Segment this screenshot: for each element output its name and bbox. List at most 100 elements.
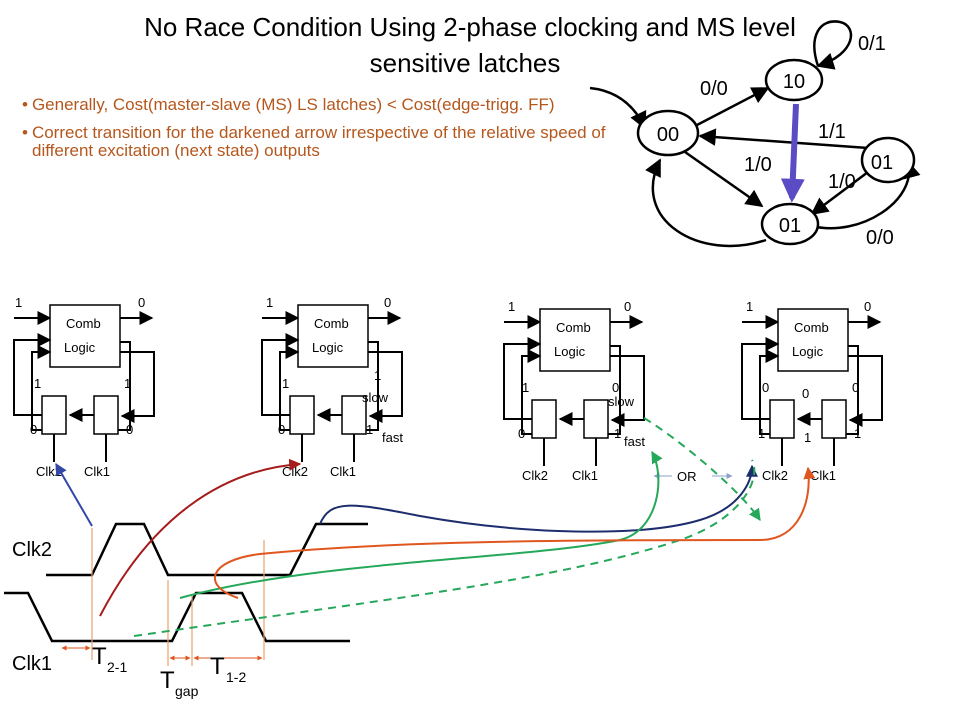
comb-logic-block: [297, 304, 369, 368]
state-01: [760, 202, 820, 246]
arrow-green-dashed: [133, 459, 756, 637]
latch-right: [821, 399, 847, 439]
latch-left: [41, 395, 67, 435]
clock-label: Clk1: [810, 468, 836, 483]
circuit-1: Comb Logic 1 0 1 1 0 0 Clk2 Clk1: [13, 295, 155, 479]
clock-label: Clk2: [522, 468, 548, 483]
timing-diagram: Clk2 Clk1 T 2-1 T gap T 1-2: [4, 522, 368, 699]
edge-label: 1/0: [744, 154, 772, 176]
output-value: 0: [864, 299, 871, 314]
t21-subscript: 2-1: [107, 659, 127, 675]
latch-value: 1: [758, 426, 765, 441]
state-01-label: 01: [779, 215, 801, 237]
self-loop-10: [813, 20, 853, 70]
edge-00-to-01: [684, 150, 764, 208]
arrow-red-to-circuit2: [99, 458, 302, 617]
input-value: 1: [266, 295, 273, 310]
bullet-dot: •: [22, 95, 28, 114]
latch-right: [93, 395, 119, 435]
clock-label: Clk2: [762, 468, 788, 483]
feedback-value: 1: [374, 368, 381, 383]
t21-label: T: [92, 643, 107, 670]
slide-title-line2: sensitive latches: [369, 48, 561, 78]
clock-label: Clk2: [282, 464, 308, 479]
arrow-orange-to-circuit4: [214, 466, 816, 599]
comb-logic-block: [49, 304, 121, 368]
latch-value: 1: [854, 426, 861, 441]
arrow-navy-to-circuit4: [319, 464, 758, 533]
latch-left: [769, 399, 795, 439]
comb-label: Comb: [66, 316, 101, 331]
comb-label: Comb: [314, 316, 349, 331]
bullet-list: •Generally, Cost(master-slave (MS) LS la…: [22, 96, 612, 170]
feedback-value: 1: [522, 380, 529, 395]
clock-label: Clk1: [572, 468, 598, 483]
latch-value: 0: [278, 422, 285, 437]
latch-value: 0: [518, 426, 525, 441]
or-label: OR: [677, 469, 697, 484]
latch-value: 1: [614, 426, 621, 441]
comb-label: Comb: [794, 320, 829, 335]
edge-label: 1/1: [818, 121, 846, 143]
edge-label: 0/0: [866, 227, 894, 249]
state-10-label: 10: [783, 71, 805, 93]
latch-value: 0: [126, 422, 133, 437]
latch-right: [341, 395, 367, 435]
slide-title-line1: No Race Condition Using 2-phase clocking…: [144, 12, 796, 42]
edge-01r-to-01: [810, 171, 869, 216]
arrow-green-to-circuit3: [179, 450, 663, 599]
cross-arrows: [55, 417, 816, 637]
feedback-value: 1: [282, 376, 289, 391]
state-00: [636, 109, 700, 157]
tgap-label: T: [160, 667, 175, 694]
t12-label: T: [210, 653, 225, 680]
feedback-value: 0: [612, 380, 619, 395]
feedback-value: 0: [762, 380, 769, 395]
circuit-4: Comb Logic 1 0 0 0 0 1 1 1 Clk2 Clk1: [741, 299, 883, 483]
output-value: 0: [138, 295, 145, 310]
slow-label: slow: [608, 394, 635, 409]
feedback-value: 0: [852, 380, 859, 395]
edge-label: 0/1: [858, 33, 886, 55]
state-diagram: 00 10 01 01 0/0 0/1 1/1 1/0 1/0 0/0: [589, 20, 921, 249]
feedback-value: 0: [802, 386, 809, 401]
bullet-item-transition: •Correct transition for the darkened arr…: [22, 124, 612, 160]
slow-label: slow: [362, 390, 389, 405]
output-value: 0: [624, 299, 631, 314]
edge-01r-to-00: [698, 128, 869, 150]
bullet-text: Generally, Cost(master-slave (MS) LS lat…: [31, 95, 555, 114]
feedback-value: 1: [124, 376, 131, 391]
comb-label: Comb: [556, 320, 591, 335]
darkened-arrow: [780, 103, 805, 203]
state-10: [764, 58, 824, 102]
clock-label: Clk1: [84, 464, 110, 479]
comb-logic-block: [539, 308, 611, 372]
fast-label: fast: [624, 434, 645, 449]
clk2-waveform: [46, 522, 368, 577]
state-01-right-label: 01: [871, 152, 893, 174]
arrow-green-dashed-to-circuit4: [643, 417, 761, 521]
logic-label: Logic: [312, 340, 344, 355]
latch-left: [531, 399, 557, 439]
latch-value: 1: [804, 430, 811, 445]
logic-label: Logic: [64, 340, 96, 355]
edge-01-to-00: [645, 158, 767, 248]
input-value: 1: [746, 299, 753, 314]
clk1-label: Clk1: [12, 653, 52, 675]
latch-value: 1: [366, 422, 373, 437]
clock-label: Clk1: [330, 464, 356, 479]
bullet-dot: •: [22, 123, 28, 142]
edge-00-to-10: [696, 86, 770, 127]
comb-logic-block: [777, 308, 849, 372]
latch-value: 0: [30, 422, 37, 437]
fast-label: fast: [382, 430, 403, 445]
input-value: 1: [15, 295, 22, 310]
entry-arrow: [589, 86, 647, 130]
t12-subscript: 1-2: [226, 669, 246, 685]
or-connector: OR: [653, 469, 733, 484]
latch-left: [289, 395, 315, 435]
clk1-waveform: [4, 591, 350, 643]
bullet-text: Correct transition for the darkened arro…: [31, 123, 606, 160]
